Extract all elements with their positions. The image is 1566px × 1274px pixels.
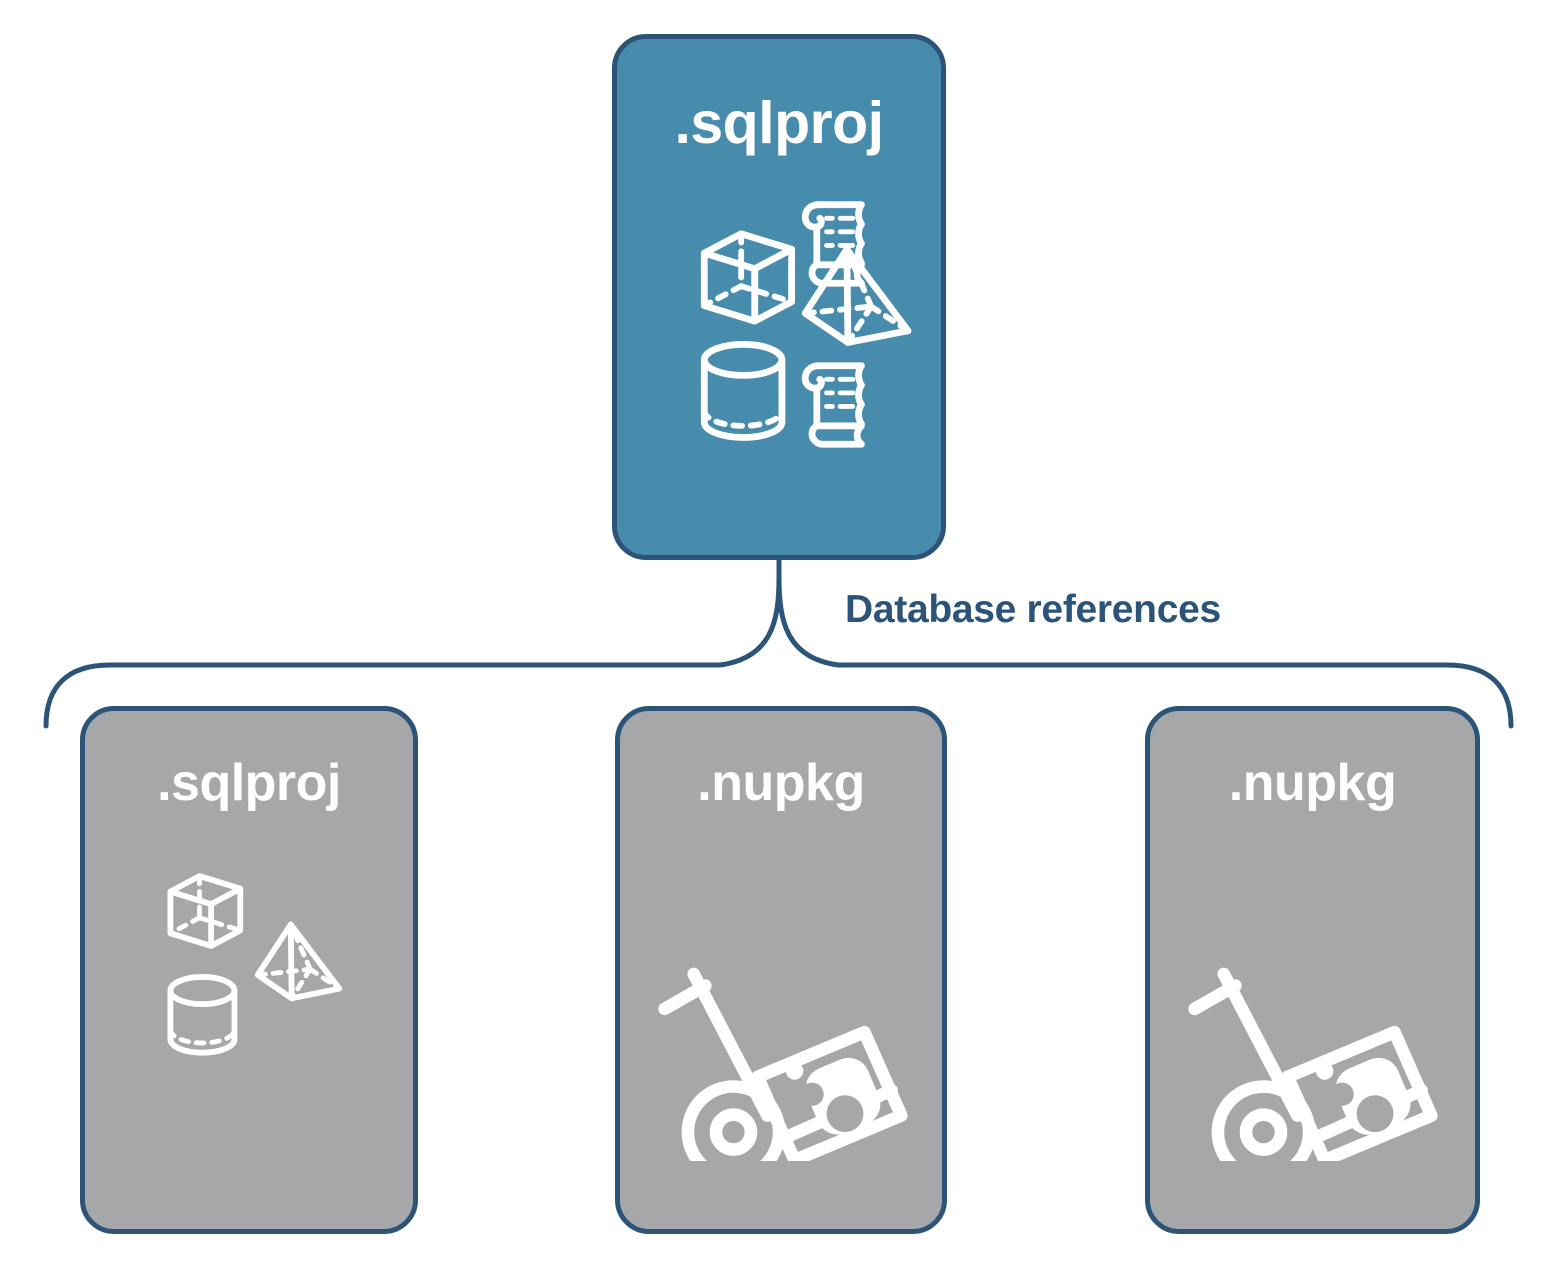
cube-icon [167,873,244,949]
cylinder-icon [700,340,786,441]
child-sqlproj-artwork [167,873,343,1056]
scroll-icon [801,362,865,448]
cylinder-icon [167,974,238,1056]
hand-truck-package-icon [658,967,908,1161]
hand-truck-package-icon [1188,967,1438,1161]
child-sqlproj-label: .sqlproj [157,754,341,812]
cube-icon [700,230,796,325]
parent-sqlproj-artwork [700,201,912,448]
child-sqlproj-box[interactable]: .sqlproj [80,706,418,1234]
child-nupkg-2-label: .nupkg [1228,754,1397,812]
pyramid-icon [801,245,912,346]
parent-sqlproj-box[interactable]: .sqlproj [612,34,946,560]
child-nupkg-1-artwork [658,967,908,1161]
pyramid-icon [254,921,343,1002]
child-nupkg-2-artwork [1188,967,1438,1161]
child-nupkg-2-box[interactable]: .nupkg [1145,706,1480,1234]
child-nupkg-1-box[interactable]: .nupkg [615,706,947,1234]
connector-label: Database references [845,588,1221,631]
child-nupkg-1-label: .nupkg [697,754,865,812]
parent-sqlproj-label: .sqlproj [674,90,884,156]
